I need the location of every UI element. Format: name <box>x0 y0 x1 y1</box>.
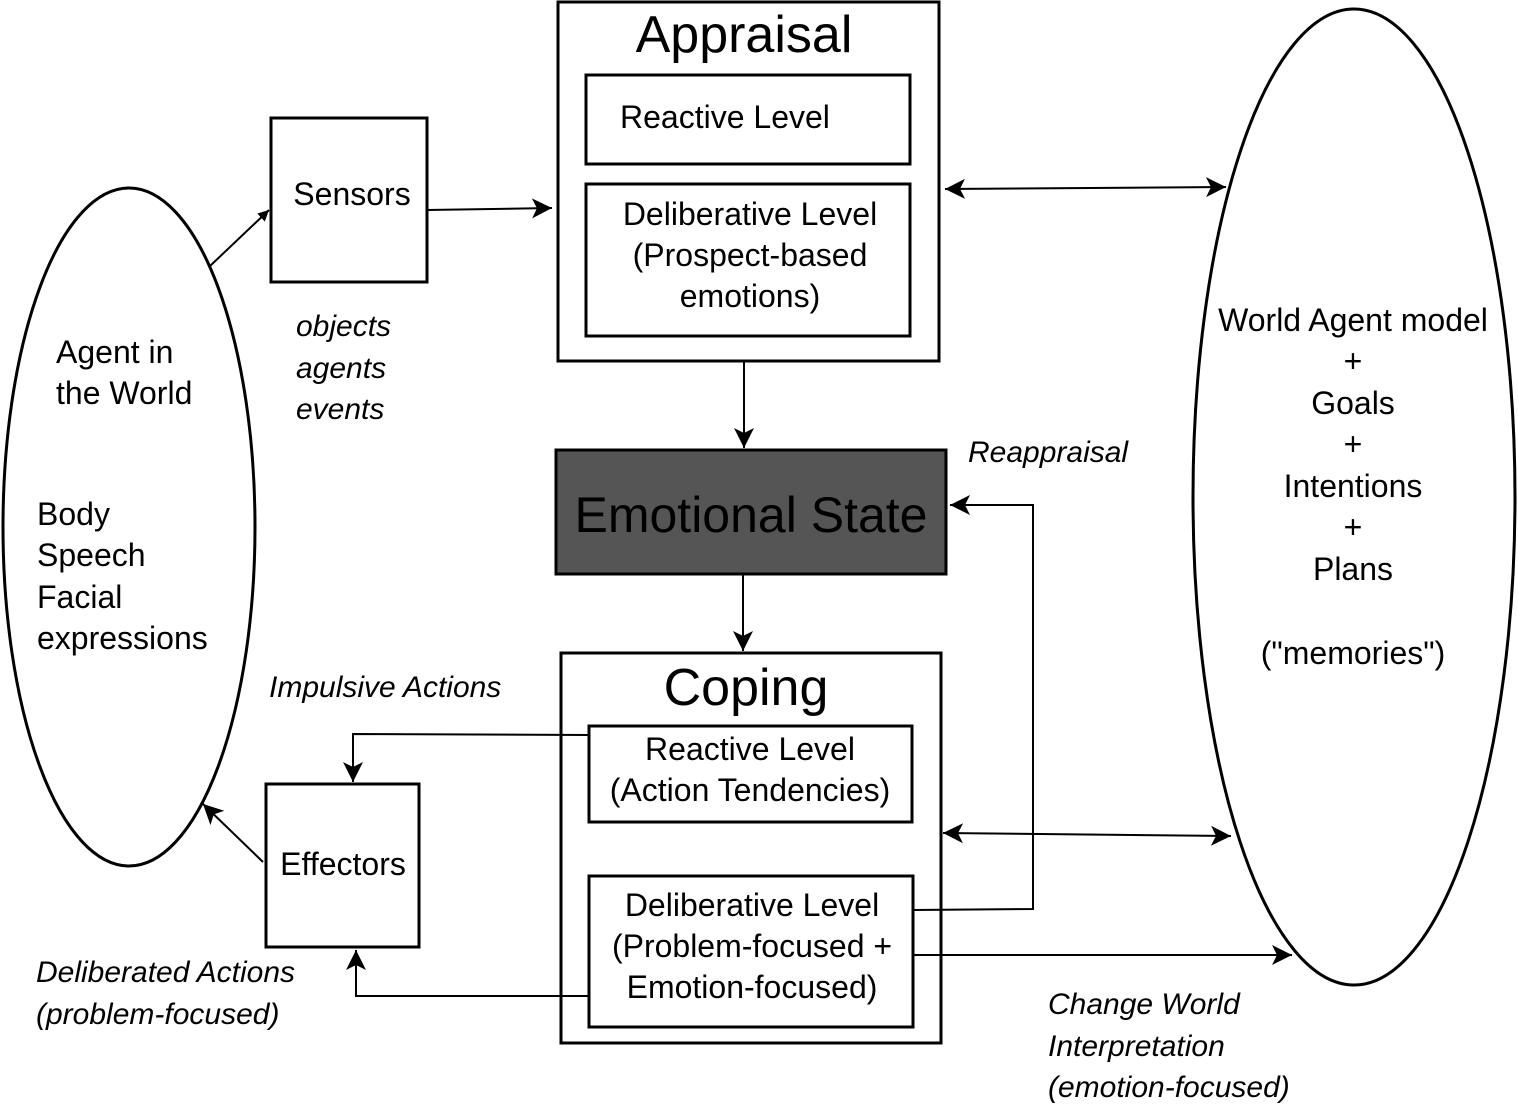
reappraisal-label: Reappraisal <box>968 436 1129 469</box>
world-model-ellipse <box>1191 7 1517 987</box>
arrow-appraisal-world-model <box>944 177 1227 199</box>
arrow-deliberated-actions <box>346 950 588 997</box>
sensors-box <box>269 116 429 284</box>
connectors <box>202 177 1292 997</box>
world-model-goals: Goals <box>1311 385 1395 421</box>
appraisal-deliberative-line1: Deliberative Level <box>623 196 877 232</box>
coping-reactive-line2: (Action Tendencies) <box>610 772 890 808</box>
agent-world-speech: Speech <box>37 537 146 573</box>
sensors-note-events: events <box>296 393 384 426</box>
deliberated-actions-line2: (problem-focused) <box>36 998 279 1031</box>
world-model-plus1: + <box>1344 343 1363 379</box>
arrow-impulsive-actions <box>343 732 589 782</box>
appraisal-reactive-label: Reactive Level <box>620 99 830 135</box>
arrow-coping-world-model <box>942 823 1232 846</box>
appraisal-deliberative-box <box>584 182 912 338</box>
agent-world-facial: Facial <box>37 579 122 615</box>
impulsive-actions-label: Impulsive Actions <box>269 671 501 704</box>
world-model-intentions: Intentions <box>1284 468 1423 504</box>
effectors-label: Effectors <box>280 846 406 882</box>
appraisal-node: Appraisal Reactive Level Deliberative Le… <box>556 0 941 363</box>
deliberated-actions-line1: Deliberated Actions <box>36 956 295 989</box>
appraisal-title: Appraisal <box>636 6 853 64</box>
world-model-node: World Agent model + Goals + Intentions +… <box>1191 7 1517 987</box>
agent-world-line2: the World <box>56 375 192 411</box>
coping-deliberative-line3: Emotion-focused) <box>627 969 878 1005</box>
coping-title: Coping <box>664 659 829 717</box>
change-world-label: Change World Interpretation (emotion-foc… <box>1048 988 1290 1104</box>
emotional-state-box <box>554 448 948 576</box>
world-model-line1: World Agent model <box>1218 302 1488 338</box>
coping-deliberative-line1: Deliberative Level <box>625 887 879 923</box>
emotional-state-label: Emotional State <box>575 487 928 543</box>
change-world-line3: (emotion-focused) <box>1048 1071 1290 1104</box>
agent-world-body: Body <box>37 496 110 532</box>
sensors-node: Sensors objects agents events <box>269 116 429 426</box>
coping-deliberative-box <box>587 874 915 1029</box>
effectors-box <box>264 782 421 949</box>
emotional-state-node: Emotional State Reappraisal <box>554 436 1129 576</box>
agent-world-expressions: expressions <box>37 620 208 656</box>
arrow-reappraisal-loop <box>912 495 1034 911</box>
world-model-plus3: + <box>1344 509 1363 545</box>
sensors-note-objects: objects <box>296 310 391 343</box>
world-model-plus2: + <box>1344 426 1363 462</box>
agent-world-line1: Agent in <box>56 334 173 370</box>
appraisal-deliberative-line2: (Prospect-based <box>633 237 868 273</box>
coping-deliberative-line2: (Problem-focused + <box>612 928 892 964</box>
world-model-memories: ("memories") <box>1261 635 1446 671</box>
coping-reactive-box <box>587 724 914 824</box>
change-world-line1: Change World <box>1048 988 1241 1021</box>
agent-world-node: Agent in the World Body Speech Facial ex… <box>1 186 257 868</box>
coping-reactive-line1: Reactive Level <box>645 731 855 767</box>
change-world-line2: Interpretation <box>1048 1030 1225 1063</box>
agent-world-ellipse <box>1 186 257 868</box>
arrow-sensors-to-appraisal <box>426 198 553 219</box>
appraisal-deliberative-line3: emotions) <box>680 278 821 314</box>
sensors-note-agents: agents <box>296 352 386 385</box>
sensors-label: Sensors <box>293 176 410 212</box>
arrow-effectors-to-world <box>202 803 264 863</box>
arrow-world-to-sensors <box>209 209 270 267</box>
effectors-node: Effectors Impulsive Actions Deliberated … <box>36 671 501 1031</box>
world-model-plans: Plans <box>1313 551 1393 587</box>
appraisal-reactive-box <box>584 73 912 166</box>
coping-node: Coping Reactive Level (Action Tendencies… <box>559 651 943 1045</box>
